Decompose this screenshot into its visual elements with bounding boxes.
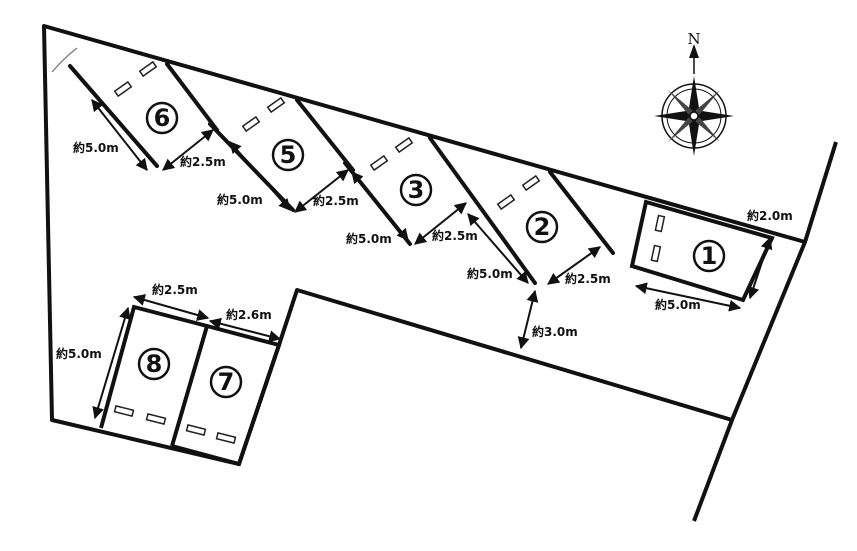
dimension-label: 約2.5m bbox=[432, 228, 478, 243]
dimension-label: 約3.0m bbox=[532, 324, 578, 339]
dimension-label: 約2.6m bbox=[226, 307, 272, 322]
dimension-label: 約5.0m bbox=[655, 297, 701, 312]
space-number-circle bbox=[137, 347, 171, 381]
compass-point-e bbox=[694, 111, 734, 121]
dimension-labels: 約5.0m 約2.5m 約5.0m 約2.5m 約5.0m 約2.5m 約5.0… bbox=[56, 140, 793, 361]
dimension-label: 約2.5m bbox=[152, 282, 198, 297]
space-number-1: 1 bbox=[701, 242, 718, 270]
corner-arc bbox=[51, 47, 78, 73]
stall-outline-1 bbox=[629, 199, 775, 303]
north-label: N bbox=[687, 30, 700, 48]
dimension-label: 約5.0m bbox=[73, 140, 119, 155]
dimension-arrows bbox=[91, 99, 773, 420]
dimension-label: 約5.0m bbox=[56, 346, 102, 361]
space-number-circle bbox=[209, 365, 243, 399]
compass-point-sw bbox=[668, 116, 694, 142]
space-number-2: 2 bbox=[534, 213, 551, 241]
space-number-5: 5 bbox=[280, 141, 297, 169]
wheel-stops bbox=[113, 60, 666, 444]
north-arrowhead bbox=[689, 44, 699, 58]
lot-boundary bbox=[42, 24, 838, 522]
dimension-label: 約5.0m bbox=[467, 266, 513, 281]
dimension-label: 約2.0m bbox=[747, 208, 793, 223]
space-number-7: 7 bbox=[218, 368, 235, 396]
compass-point-nw bbox=[668, 90, 694, 116]
dimension-label: 約2.5m bbox=[313, 193, 359, 208]
dimension-label: 約5.0m bbox=[346, 231, 392, 246]
dimension-label: 約5.0m bbox=[217, 192, 263, 207]
compass-rose: N bbox=[654, 30, 734, 156]
stall-outlines-lower bbox=[99, 304, 282, 467]
space-number-circle bbox=[692, 239, 726, 273]
dimension-label: 約2.5m bbox=[180, 154, 226, 169]
compass-point-se bbox=[694, 116, 720, 142]
space-number-3: 3 bbox=[408, 176, 425, 204]
compass-point-s bbox=[689, 116, 699, 156]
compass-center bbox=[689, 111, 699, 121]
compass-point-w bbox=[654, 111, 694, 121]
stall-dividers-upper bbox=[68, 62, 615, 285]
dimension-label: 約2.5m bbox=[565, 271, 611, 286]
space-number-6: 6 bbox=[154, 104, 171, 132]
space-number-8: 8 bbox=[146, 350, 163, 378]
compass-point-n bbox=[689, 76, 699, 116]
compass-point-ne bbox=[694, 90, 720, 116]
